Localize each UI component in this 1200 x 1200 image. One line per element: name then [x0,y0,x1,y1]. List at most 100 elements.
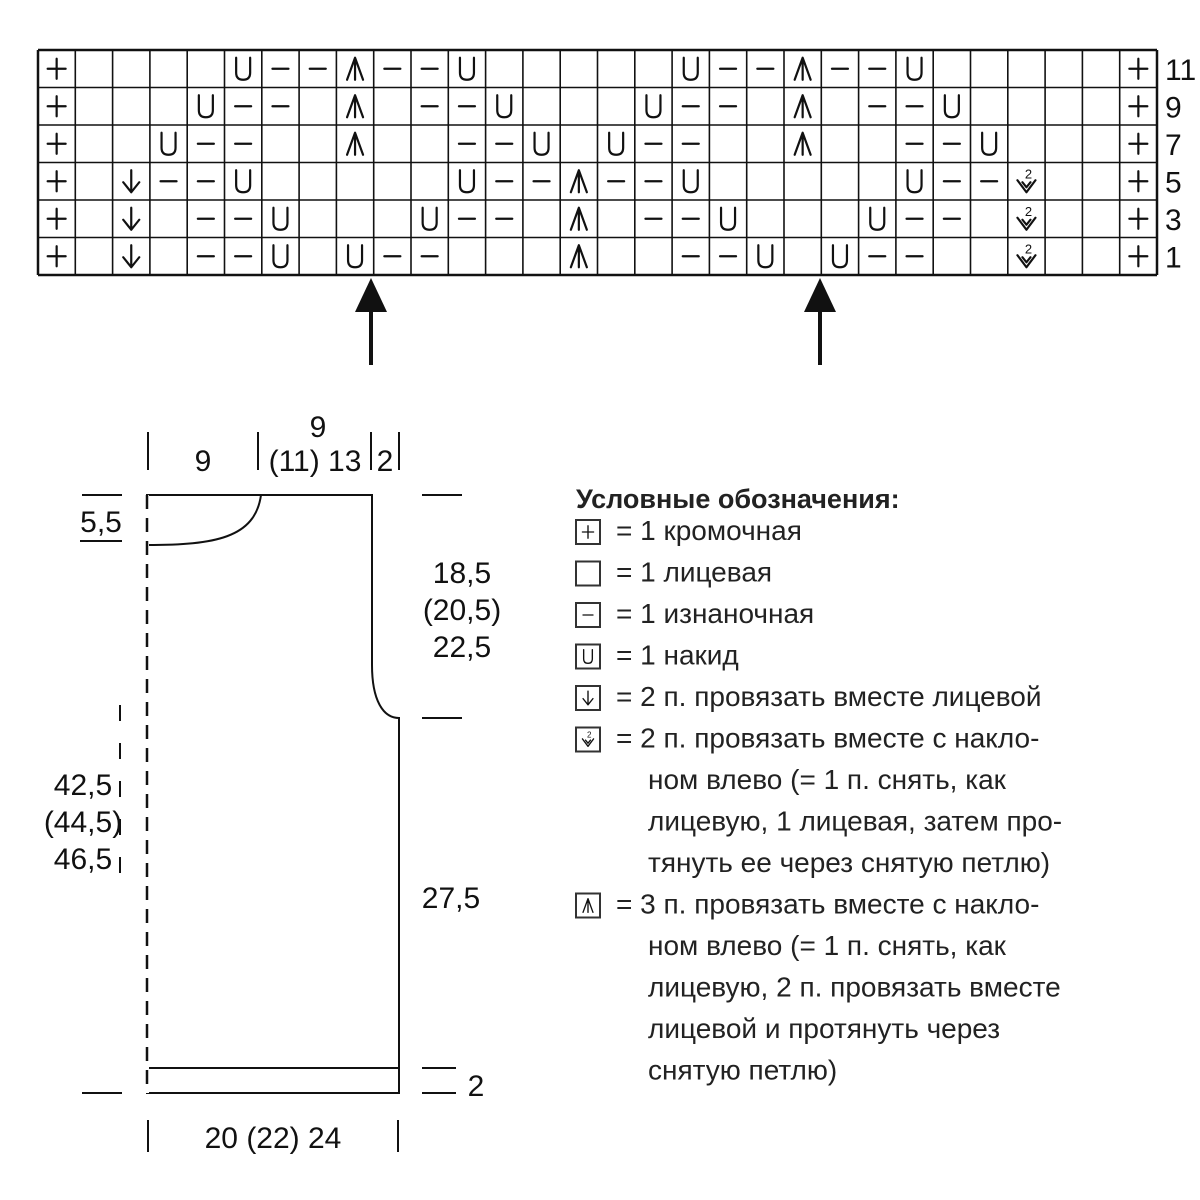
chart-cell-symbol [458,169,476,194]
legend-item-text: лицевой и протянуть через [648,1013,1000,1044]
row-number: 7 [1165,129,1182,162]
chart-cell-symbol [943,94,960,119]
row-number: 3 [1165,204,1182,237]
chart-cell-symbol [869,206,886,231]
chart-cell-symbol [122,206,141,231]
legend-item-text: ном влево (= 1 п. снять, как [648,930,1007,961]
legend-item-text: = 2 п. провязать вместе лицевой [616,681,1042,712]
repeat-end-arrow [804,278,836,365]
label-bottom-width: 20 (22) 24 [205,1122,342,1155]
chart-cell-symbol [719,206,737,231]
yarn-over-icon [575,643,601,670]
chart-cell-symbol [906,56,923,81]
label-neck-depth: 5,5 [80,506,122,539]
chart-cell-symbol [46,57,67,80]
sk2p-icon [575,892,601,919]
chart-cell-symbol [46,132,67,155]
chart-cell-symbol [272,206,289,231]
chart-cell-symbol [160,131,177,156]
garment-outline [146,494,400,1094]
label-neck-width-sizes: (11) 13 [269,445,362,478]
chart-cell-symbol: 2 [1016,241,1037,269]
chart-cell-symbol [345,131,365,156]
chart-cell-symbol [496,94,513,119]
chart-cell-symbol [235,169,252,194]
legend-item-text: = 1 накид [616,640,739,671]
label-shoulder-width: 2 [377,445,394,478]
chart-cell-symbol [122,169,141,194]
label-lower-side-height: 27,5 [422,882,480,915]
chart-cell-symbol [46,207,67,230]
chart-cell-symbol: 2 [1016,166,1037,194]
chart-cell-symbol [831,244,849,269]
row-number: 5 [1165,166,1182,199]
chart-cell-symbol [458,56,476,81]
chart-cell-symbol [757,244,774,269]
legend-item-text: снятую петлю) [648,1055,837,1086]
repeat-start-arrow [355,278,387,365]
chart-cell-symbol [1128,57,1149,80]
chart-cell-symbol [569,169,588,194]
chart-cell-symbol [793,131,812,156]
chart-cell-symbol [272,244,289,269]
label-band-height: 2 [468,1070,485,1103]
chart-cell-symbol [122,244,141,269]
chart-cell-symbol: 2 [1016,204,1037,231]
svg-text:2: 2 [1025,241,1032,256]
chart-cell-symbol [1128,245,1149,268]
chart-cell-symbol [1128,207,1149,230]
chart-cell-symbol [1128,170,1149,193]
garment-schematic: 9 9 (11) 13 2 5,5 18,5 (20,5) 22,5 42,5 … [44,411,501,1155]
neckline-curve [146,494,262,546]
edge-stitch-icon [575,519,601,545]
chart-cell-symbol [1128,132,1149,155]
legend-title: Условные обозначения: [576,484,900,514]
chart-cell-symbol [1128,95,1149,118]
k2tog-icon [575,685,601,711]
stitch-chart-grid [36,48,1159,277]
chart-cell-symbol [569,244,588,269]
row-number: 11 [1165,54,1196,87]
knit-stitch-icon [575,560,601,587]
legend-item-text: ном влево (= 1 п. снять, как [648,764,1007,795]
svg-text:2: 2 [1025,204,1032,219]
legend-item-text: = 1 кромочная [616,515,802,546]
label-total-height-2: (44,5) [44,806,122,839]
chart-cell-symbol [981,131,998,156]
chart-cell-symbol [682,169,699,194]
row-numbers: 11 9 7 5 3 1 [1165,54,1196,275]
legend-item-text: = 1 лицевая [616,557,772,588]
legend-item-text: = 2 п. провязать вместе с накло- [616,723,1039,754]
legend-item-text: = 3 п. провязать вместе с накло- [616,889,1039,920]
chart-cell-symbol [46,95,67,118]
row-number: 9 [1165,91,1182,124]
chart-cell-symbol [569,206,588,231]
legend-item-text: тянуть ее через снятую петлю) [648,847,1050,878]
chart-cell-symbol [346,244,364,269]
label-neck-width-top: 9 [310,411,327,444]
chart-cell-symbol [46,245,67,268]
chart-cell-symbol [533,131,550,156]
chart-cell-symbol [235,56,252,81]
chart-cell-symbol [608,131,625,156]
chart-cell-symbol [906,169,923,194]
legend-item-text: лицевую, 2 п. провязать вместе [648,972,1061,1003]
chart-cell-symbol [197,94,214,119]
chart-cell-symbol [645,94,662,119]
legend-item-text: лицевую, 1 лицевая, затем про- [648,806,1062,837]
chart-cell-symbol [46,170,67,193]
row-number: 1 [1165,241,1182,274]
label-total-height-3: 46,5 [54,843,112,876]
ssk-icon: 2 [575,726,601,753]
purl-stitch-icon [575,602,601,628]
stitch-chart-symbols: 2 2 2 [46,56,1149,269]
label-armhole-height-3: 22,5 [433,631,491,664]
label-total-height-1: 42,5 [54,769,112,802]
chart-cell-symbol [345,56,365,81]
legend-item-text: = 1 изнаночная [616,598,814,629]
label-armhole-height-2: (20,5) [423,594,501,627]
chart-cell-symbol [793,94,812,119]
svg-text:2: 2 [587,731,592,740]
legend: Условные обозначения: = 1 кромочная = 1 л… [575,484,1062,1086]
